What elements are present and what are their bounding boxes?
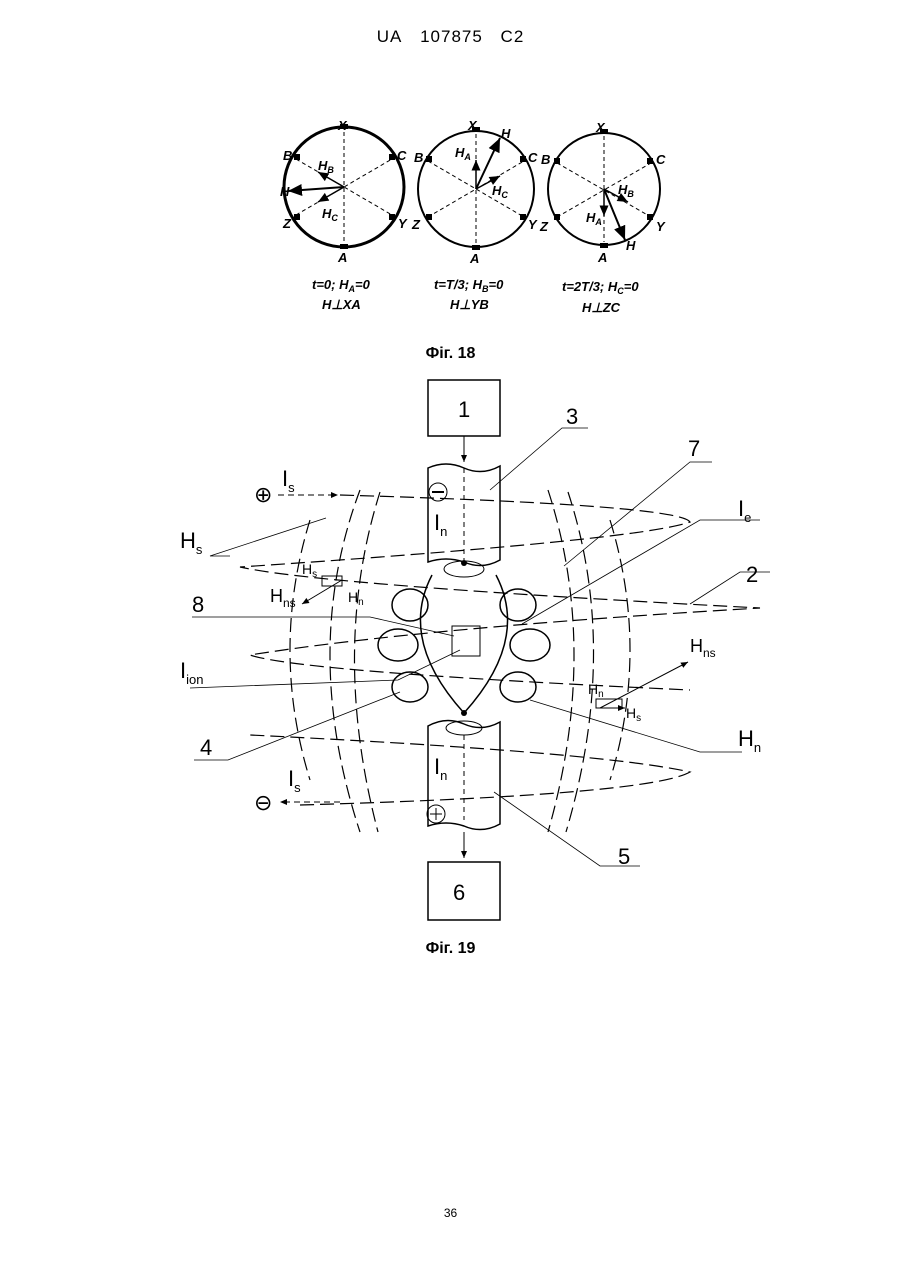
- label-h: H: [280, 184, 290, 199]
- svg-text:C: C: [528, 150, 538, 165]
- label-y: Y: [398, 216, 408, 231]
- positive-terminal-icon: ⊕: [254, 482, 272, 507]
- label-b: B: [283, 148, 292, 163]
- fig18-cond-3: t=2T/3; H: [562, 279, 618, 294]
- label-a: A: [337, 250, 347, 265]
- fig18-perp-3: H⊥ZC: [582, 300, 621, 315]
- ref-7: 7: [688, 436, 700, 461]
- fig18-cond-1: t=0; H: [312, 277, 349, 292]
- ref-3: 3: [566, 404, 578, 429]
- svg-text:Z: Z: [539, 219, 549, 234]
- label-Hs-small-left: Hs: [302, 561, 317, 580]
- svg-text:X: X: [467, 118, 478, 133]
- label-Ie: Ie: [738, 496, 751, 525]
- svg-text:Y: Y: [656, 219, 666, 234]
- figure-19: 1 6: [0, 370, 901, 930]
- label-z: Z: [282, 216, 292, 231]
- label-c: C: [397, 148, 407, 163]
- svg-text:H: H: [626, 238, 636, 253]
- block-1-label: 1: [458, 397, 470, 422]
- fig18-cond-2: t=T/3; H: [434, 277, 483, 292]
- ref-8: 8: [192, 592, 204, 617]
- label-Is-top: Is: [282, 466, 295, 495]
- svg-text:HA: HA: [586, 210, 602, 227]
- block-6: 6: [428, 862, 500, 920]
- svg-text:Z: Z: [411, 217, 421, 232]
- ref-2: 2: [746, 562, 758, 587]
- svg-text:B: B: [414, 150, 423, 165]
- ref-4: 4: [200, 735, 212, 760]
- label-Hn-small-left: Hn: [348, 589, 364, 608]
- fig18-diagram-3: X A B C Z Y H HB HA t=2T/3; HC=0 H⊥ZC: [539, 120, 666, 315]
- figure-18-caption: Фіг. 18: [0, 345, 901, 363]
- svg-text:B: B: [541, 152, 550, 167]
- svg-text:HC: HC: [492, 183, 508, 200]
- svg-text:C: C: [656, 152, 666, 167]
- label-In-top: In: [434, 510, 447, 539]
- svg-text:HB: HB: [318, 158, 334, 175]
- block-1: 1: [428, 380, 500, 436]
- svg-text:Y: Y: [528, 217, 538, 232]
- negative-terminal-icon: ⊖: [254, 790, 272, 815]
- ref-5: 5: [618, 844, 630, 869]
- label-Is-bottom: Is: [288, 766, 301, 795]
- svg-text:t=2T/3; HC=0: t=2T/3; HC=0: [562, 279, 639, 296]
- page-number: 36: [0, 1206, 901, 1220]
- label-Hn-right: Hn: [738, 726, 761, 755]
- label-Hns-left: Hns: [270, 586, 296, 610]
- fig18-diagram-2: X A B C Z Y H HA HC t=T/3; HB=0 H⊥YB: [411, 118, 538, 312]
- plasma-column: [378, 575, 550, 713]
- svg-text:H: H: [501, 126, 511, 141]
- fig18-perp-1: H⊥XA: [322, 297, 361, 312]
- label-Hs-left: Hs: [180, 528, 203, 557]
- block-6-label: 6: [453, 880, 465, 905]
- label-Hs-small-right: Hs: [626, 705, 641, 724]
- svg-text:HB: HB: [618, 182, 634, 199]
- svg-text:t=T/3; HB=0: t=T/3; HB=0: [434, 277, 504, 294]
- label-Iion: Iion: [180, 658, 203, 687]
- label-Hns-right: Hns: [690, 636, 716, 660]
- fig18-diagram-1: X A B C Z Y H HB HC t=0; HA=0 H⊥XA: [280, 118, 408, 312]
- figure-19-caption: Фіг. 19: [0, 940, 901, 958]
- svg-text:t=0; HA=0: t=0; HA=0: [312, 277, 371, 294]
- label-x: X: [337, 118, 348, 133]
- svg-text:HC: HC: [322, 206, 338, 223]
- svg-text:A: A: [597, 250, 607, 265]
- figure-18: X A B C Z Y H HB HC t=0; HA=0 H⊥XA X A B…: [0, 0, 901, 340]
- label-Hn-small-right: Hn: [588, 681, 604, 700]
- fig18-perp-2: H⊥YB: [450, 297, 489, 312]
- label-In-bottom: In: [434, 754, 447, 783]
- svg-text:A: A: [469, 251, 479, 266]
- svg-text:X: X: [595, 120, 606, 135]
- svg-text:HA: HA: [455, 145, 471, 162]
